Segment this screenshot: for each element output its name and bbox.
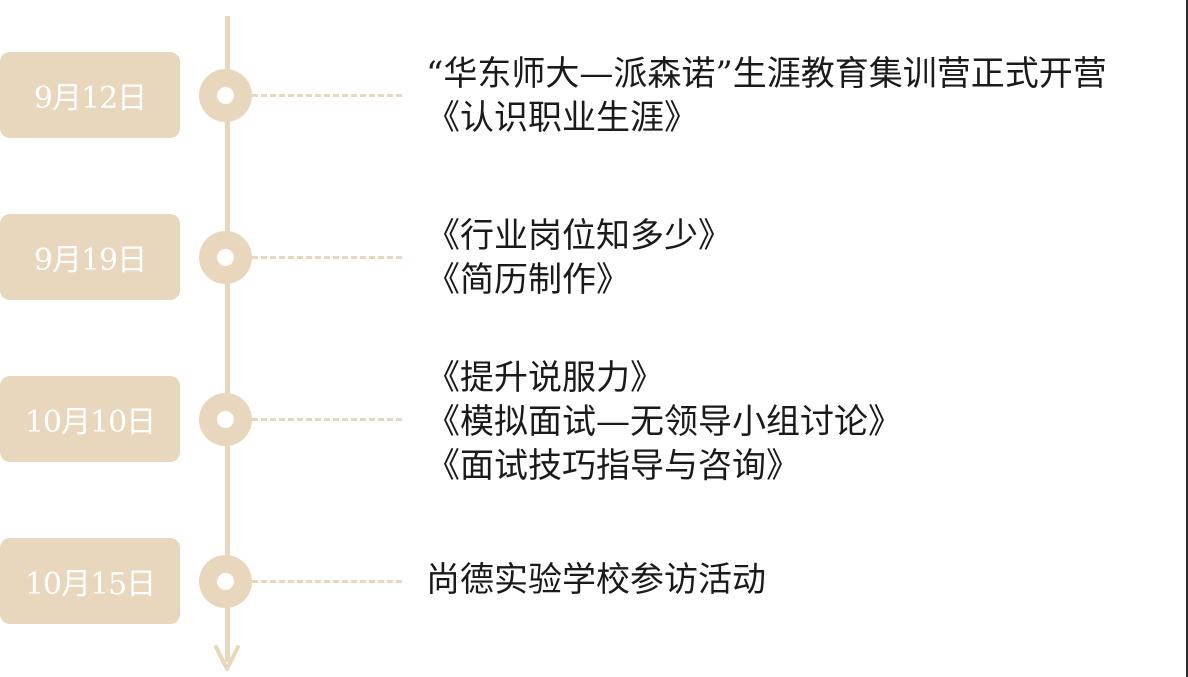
event-description: 尚德实验学校参访活动: [426, 558, 766, 602]
timeline-event: 10月10日 《提升说服力》 《模拟面试—无领导小组讨论》 《面试技巧指导与咨询…: [0, 358, 1188, 486]
dashed-connector: [252, 94, 402, 97]
timeline-event: 9月12日 “华东师大—派森诺”生涯教育集训营正式开营 《认识职业生涯》: [0, 52, 1188, 142]
event-line: 《行业岗位知多少》: [426, 216, 732, 256]
event-description: “华东师大—派森诺”生涯教育集训营正式开营 《认识职业生涯》: [426, 52, 1107, 140]
event-line: 《认识职业生涯》: [426, 98, 698, 138]
right-border: [1186, 0, 1188, 677]
timeline-axis: [225, 16, 230, 662]
event-line: 尚德实验学校参访活动: [426, 560, 766, 600]
timeline-event: 9月19日 《行业岗位知多少》 《简历制作》: [0, 214, 1188, 304]
timeline-node: [199, 555, 252, 608]
event-line: 《提升说服力》: [426, 358, 664, 398]
dashed-connector: [252, 580, 402, 583]
event-line: “华东师大—派森诺”生涯教育集训营正式开营: [426, 54, 1107, 94]
timeline-node: [199, 69, 252, 122]
date-badge: 10月10日: [0, 376, 180, 462]
dashed-connector: [252, 418, 402, 421]
event-line: 《模拟面试—无领导小组讨论》: [426, 402, 902, 442]
event-description: 《行业岗位知多少》 《简历制作》: [426, 214, 732, 302]
event-line: 《面试技巧指导与咨询》: [426, 446, 800, 486]
timeline-node: [199, 231, 252, 284]
timeline-node: [199, 393, 252, 446]
event-description: 《提升说服力》 《模拟面试—无领导小组讨论》 《面试技巧指导与咨询》: [426, 356, 902, 488]
arrow-down-icon: [214, 645, 240, 671]
date-badge: 9月12日: [0, 52, 180, 138]
date-badge: 9月19日: [0, 214, 180, 300]
dashed-connector: [252, 256, 402, 259]
timeline-event: 10月15日 尚德实验学校参访活动: [0, 538, 1188, 628]
date-badge: 10月15日: [0, 538, 180, 624]
event-line: 《简历制作》: [426, 260, 630, 300]
